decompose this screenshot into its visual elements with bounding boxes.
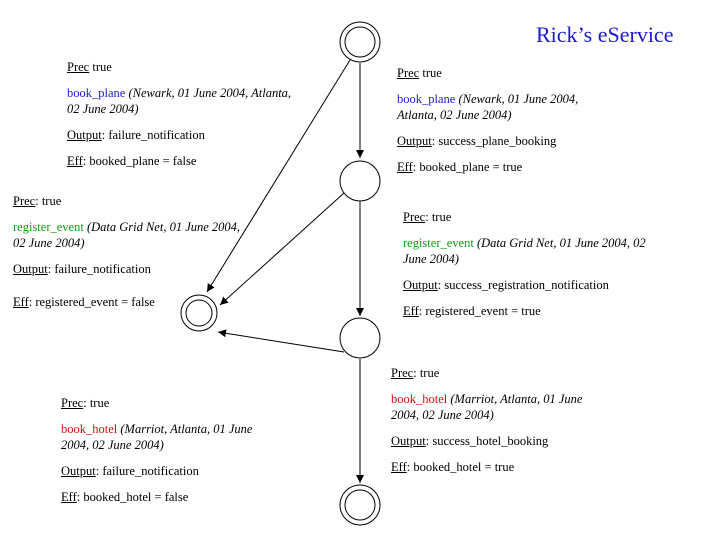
transition-label-hotel-success: Prec: true book_hotel (Marriot, Atlanta,…: [391, 365, 582, 475]
action-args-cont: 2004, 02 June 2004): [391, 408, 494, 422]
action-args-cont: Atlanta, 02 June 2004): [397, 108, 512, 122]
action-name: book_plane: [397, 92, 456, 106]
output-value: : failure_notification: [95, 464, 199, 478]
action-args-cont: 02 June 2004): [13, 236, 85, 250]
output-value: : success_registration_notification: [437, 278, 609, 292]
action-name: register_event: [403, 236, 474, 250]
output-label: Output: [391, 434, 426, 448]
action-name: register_event: [13, 220, 84, 234]
eff-value: : registered_event = true: [418, 304, 541, 318]
action-name: book_plane: [67, 86, 126, 100]
output-value: : failure_notification: [101, 128, 205, 142]
prec-label: Prec: [403, 210, 426, 224]
diagram-title: Rick’s eService: [536, 22, 674, 47]
transition-label-plane-success: Prec true book_plane (Newark, 01 June 20…: [397, 65, 578, 175]
output-label: Output: [403, 278, 438, 292]
eff-value: : booked_hotel = false: [76, 490, 189, 504]
output-value: : success_hotel_booking: [425, 434, 549, 448]
action-args-cont: 02 June 2004): [67, 102, 139, 116]
state-start: [339, 21, 381, 63]
eff-label: Eff: [397, 160, 413, 174]
action-name: book_hotel: [61, 422, 118, 436]
prec-value: : true: [413, 366, 440, 380]
prec-value: : true: [83, 396, 110, 410]
prec-label: Prec: [397, 66, 420, 80]
prec-label: Prec: [61, 396, 84, 410]
transition-plane-fail: [206, 59, 351, 293]
output-label: Output: [397, 134, 432, 148]
prec-label: Prec: [391, 366, 414, 380]
eff-label: Eff: [67, 154, 83, 168]
action-args-cont: June 2004): [403, 252, 459, 266]
action-args: (Newark, 01 June 2004, Atlanta,: [128, 86, 292, 100]
state-event-registered: [339, 317, 381, 359]
output-value: : success_plane_booking: [431, 134, 557, 148]
state-plane-booked: [339, 160, 381, 202]
prec-value: true: [419, 66, 442, 80]
prec-label: Prec: [13, 194, 36, 208]
eff-value: : registered_event = false: [28, 295, 155, 309]
transition-label-plane-fail: Prec true book_plane (Newark, 01 June 20…: [67, 59, 291, 169]
prec-label: Prec: [67, 60, 90, 74]
eff-label: Eff: [61, 490, 77, 504]
action-args: (Marriot, Atlanta, 01 June: [120, 422, 253, 436]
action-name: book_hotel: [391, 392, 448, 406]
eff-value: : booked_plane = false: [82, 154, 197, 168]
transition-label-event-fail: Prec: true register_event (Data Grid Net…: [13, 193, 240, 310]
action-args: (Marriot, Atlanta, 01 June: [450, 392, 583, 406]
transition-label-hotel-fail: Prec: true book_hotel (Marriot, Atlanta,…: [61, 395, 252, 505]
transition-hotel-fail: [217, 329, 345, 353]
state-success-final: [339, 484, 381, 526]
output-label: Output: [13, 262, 48, 276]
eff-label: Eff: [403, 304, 419, 318]
state-failure-final: [180, 294, 218, 332]
transition-label-event-success: Prec: true register_event (Data Grid Net…: [403, 209, 646, 319]
prec-value: : true: [425, 210, 452, 224]
eff-value: : booked_hotel = true: [406, 460, 515, 474]
action-args: (Newark, 01 June 2004,: [458, 92, 579, 106]
output-value: : failure_notification: [47, 262, 151, 276]
eff-label: Eff: [391, 460, 407, 474]
action-args: (Data Grid Net, 01 June 2004,: [86, 220, 241, 234]
prec-value: : true: [35, 194, 62, 208]
action-args-cont: 2004, 02 June 2004): [61, 438, 164, 452]
output-label: Output: [61, 464, 96, 478]
action-args: (Data Grid Net, 01 June 2004, 02: [476, 236, 646, 250]
eff-value: : booked_plane = true: [412, 160, 523, 174]
transition-event-fail: [219, 192, 345, 306]
prec-value: true: [89, 60, 112, 74]
eff-label: Eff: [13, 295, 29, 309]
output-label: Output: [67, 128, 102, 142]
